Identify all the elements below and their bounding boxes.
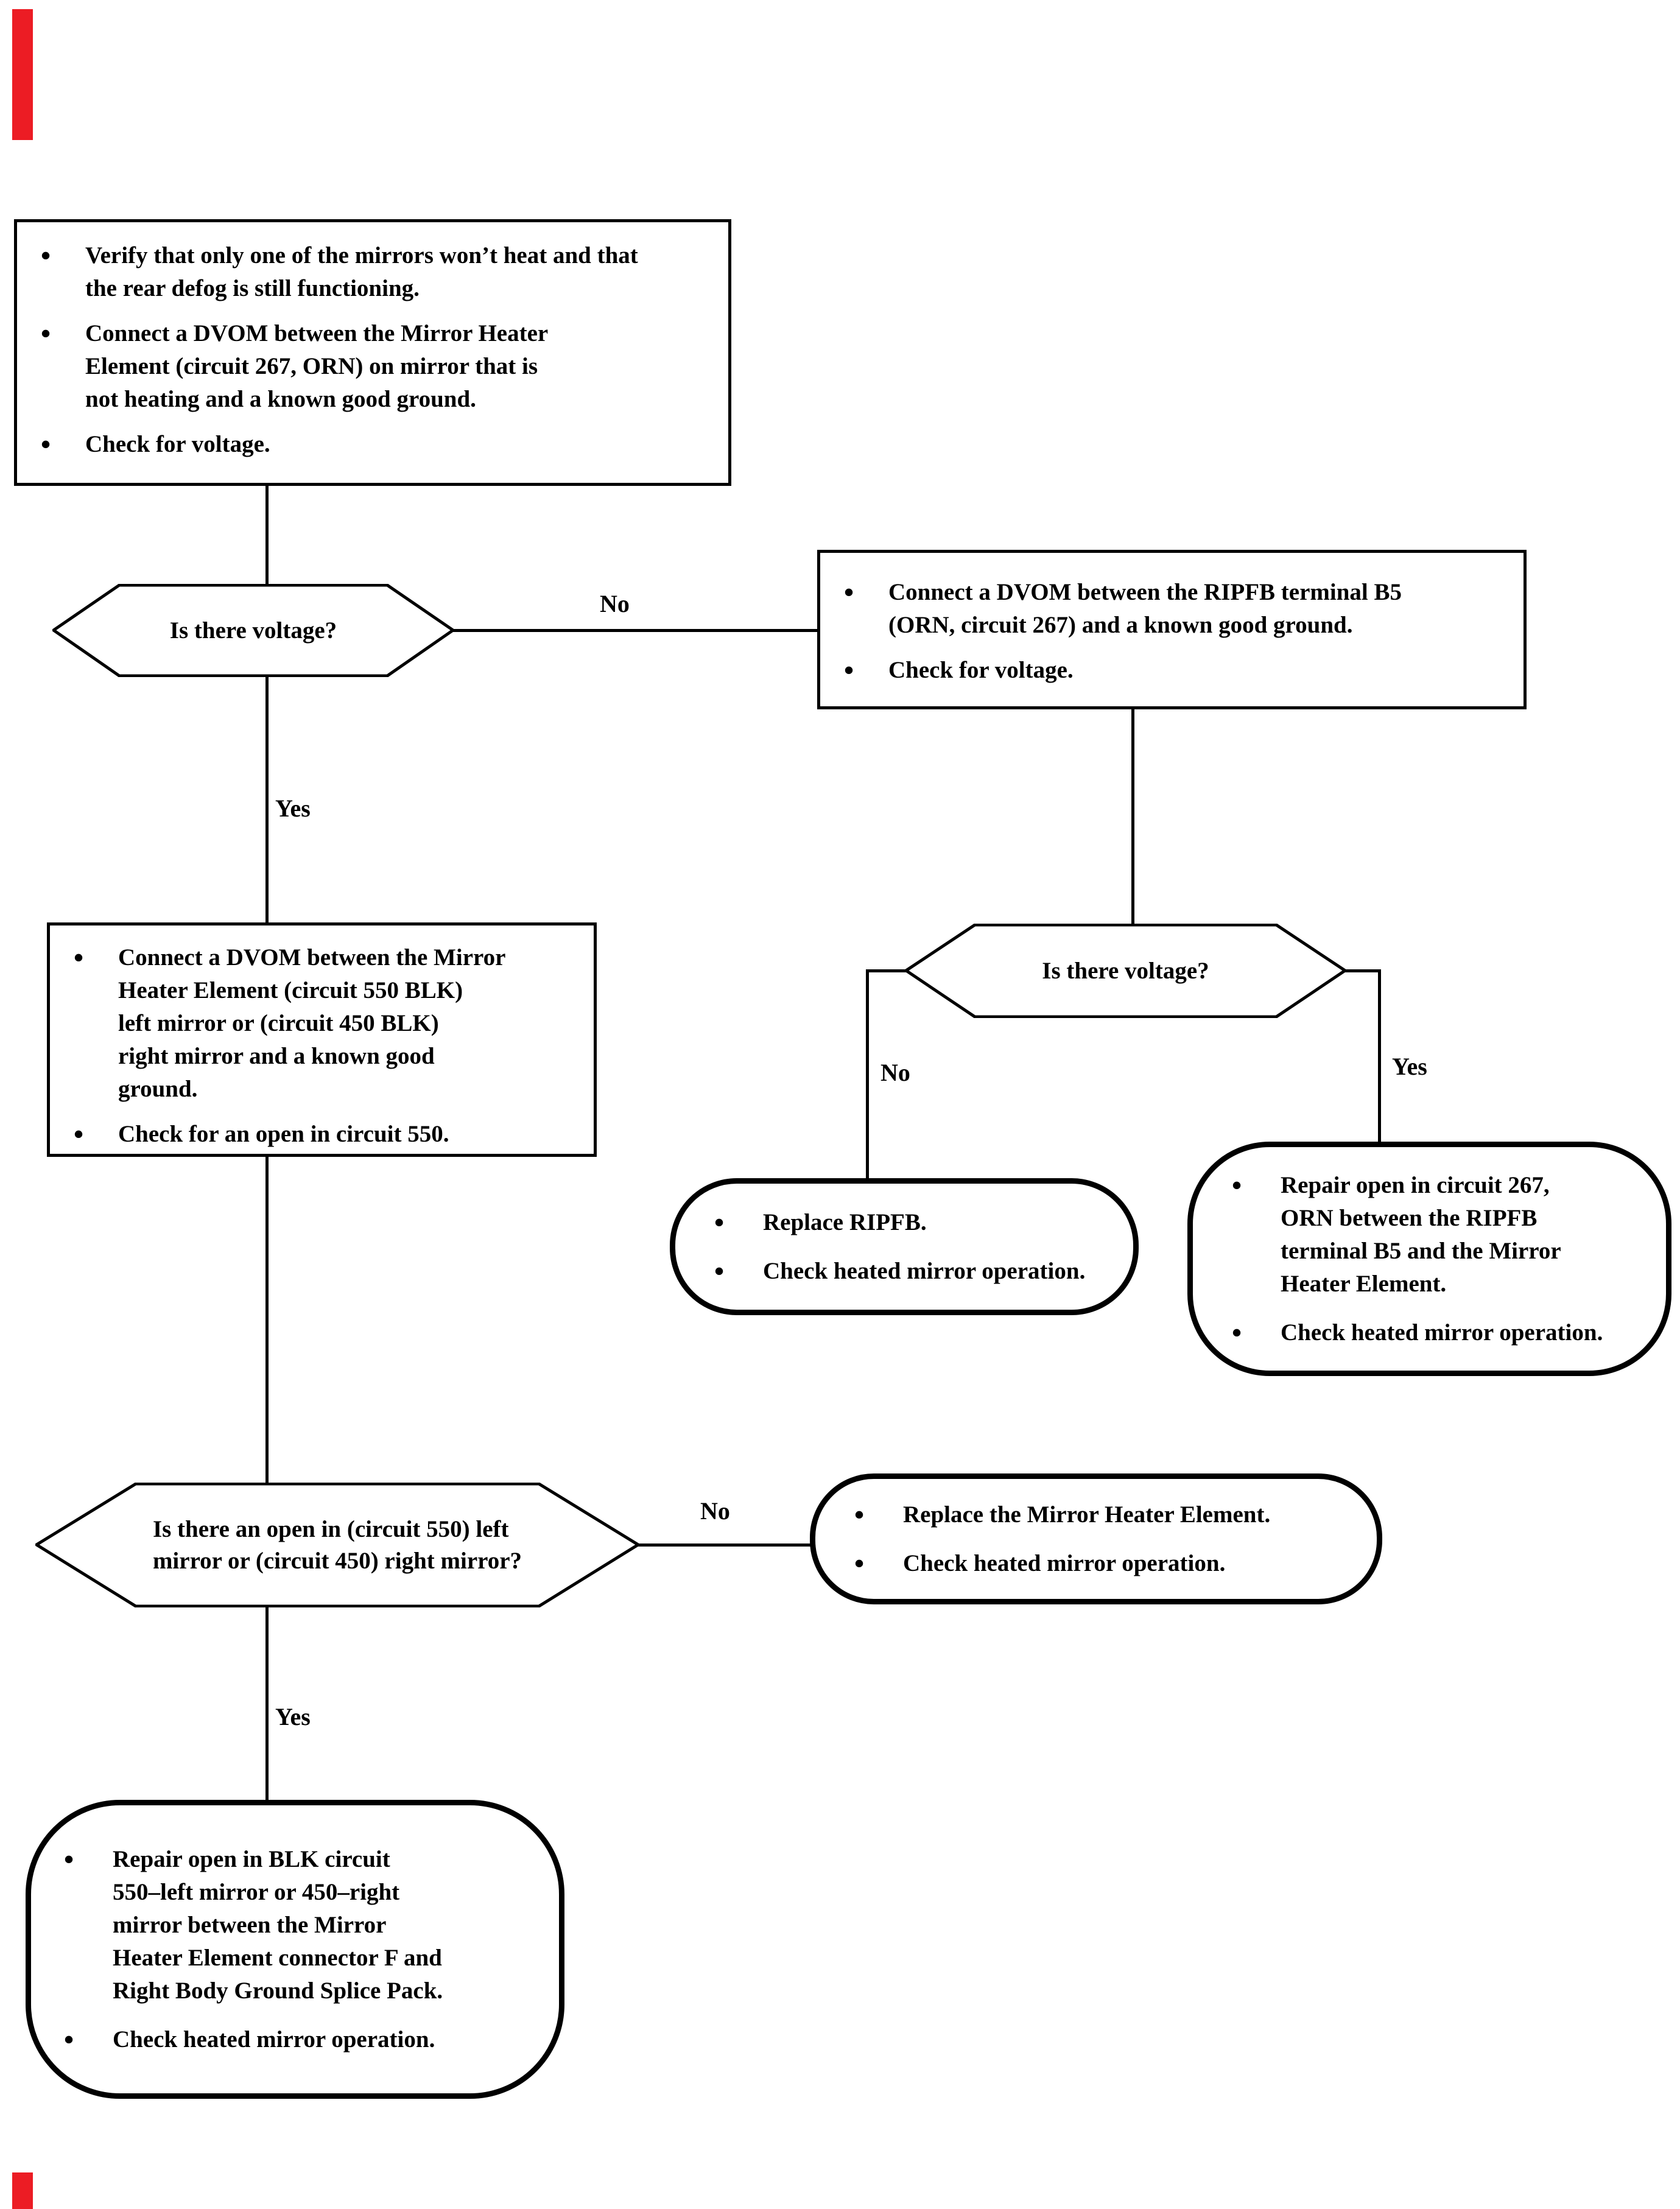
bullet-text: Check heated mirror operation. (903, 1550, 1226, 1576)
bullet-text: Verify that only one of the mirrors won’… (85, 242, 638, 301)
connector-hex1-no-to-ripfb (453, 629, 818, 632)
branch-label-no-3: No (700, 1497, 730, 1525)
bullet-text: Check for voltage. (85, 431, 270, 457)
decision-question: Is there voltage? (169, 617, 337, 644)
connector-hex2-no-vertical (866, 969, 869, 1179)
bullet-list: • Replace the Mirror Heater Element. • Chec… (849, 1498, 1366, 1580)
branch-label-yes-3: Yes (275, 1703, 311, 1730)
bullet-list: • Repair open in circuit 267, ORN between… (1226, 1169, 1655, 1349)
bullet-item: • Connect a DVOM between the RIPFB termin… (838, 576, 1513, 642)
bullet-text: Check heated mirror operation. (763, 1257, 1086, 1284)
hexagon-shape (905, 924, 1346, 1018)
bullet-icon: • (40, 240, 51, 271)
decision-question: Is there an open in (circuit 550) left m… (152, 1515, 522, 1574)
connector-ripfb-to-hex2 (1131, 708, 1134, 925)
bullet-item: • Check for an open in circuit 550. (68, 1118, 583, 1151)
replace-heater-element-terminal: • Replace the Mirror Heater Element. • Chec… (810, 1473, 1382, 1604)
bullet-icon: • (854, 1498, 865, 1530)
bullet-text: Repair open in BLK circuit 550–left mirr… (113, 1846, 443, 2004)
hexagon-shape (35, 1483, 639, 1607)
bullet-list: • Connect a DVOM between the RIPFB termin… (838, 576, 1513, 687)
bullet-item: • Replace RIPFB. (709, 1206, 1122, 1239)
bullet-item: • Verify that only one of the mirrors won… (35, 239, 717, 305)
bullet-text: Replace RIPFB. (763, 1209, 927, 1235)
bullet-item: • Check heated mirror operation. (709, 1255, 1122, 1288)
repair-blk-circuit-terminal: • Repair open in BLK circuit 550–left mir… (26, 1800, 564, 2099)
decision-open-550: Is there an open in (circuit 550) left m… (35, 1483, 639, 1607)
bullet-icon: • (843, 577, 854, 608)
bullet-item: • Repair open in BLK circuit 550–left mir… (58, 1843, 548, 2007)
hexagon-shape (52, 584, 454, 677)
connector-hex1-yes-to-box550 (265, 676, 269, 924)
branch-label-yes-1: Yes (275, 795, 311, 822)
bullet-icon: • (40, 318, 51, 349)
bullet-text: Connect a DVOM between the RIPFB termina… (888, 579, 1402, 638)
bullet-item: • Check for voltage. (35, 428, 717, 461)
connector-hex2-no-horizontal (866, 969, 907, 972)
connector-box550-to-hex3 (265, 1156, 269, 1484)
replace-ripfb-terminal: • Replace RIPFB. • Check heated mirror oper… (670, 1178, 1139, 1315)
bullet-list: • Repair open in BLK circuit 550–left mir… (58, 1843, 548, 2056)
bullet-text: Check for an open in circuit 550. (118, 1121, 449, 1147)
bullet-icon: • (63, 1843, 74, 1875)
bullet-item: • Replace the Mirror Heater Element. (849, 1498, 1366, 1531)
decision-voltage-1: Is there voltage? (52, 584, 454, 677)
start-instructions-box: • Verify that only one of the mirrors won… (14, 219, 731, 486)
bullet-text: Check for voltage. (888, 657, 1074, 683)
decision-voltage-2: Is there voltage? (905, 924, 1346, 1018)
bullet-icon: • (854, 1547, 865, 1579)
branch-label-no-1: No (600, 590, 630, 617)
hexagon-icon (35, 1483, 639, 1607)
bullet-item: • Check heated mirror operation. (1226, 1316, 1655, 1349)
branch-label-no-2: No (880, 1059, 910, 1086)
connector-hex3-no-to-replace-element (637, 1543, 811, 1547)
bullet-text: Replace the Mirror Heater Element. (903, 1501, 1271, 1528)
bullet-text: Check heated mirror operation. (1281, 1319, 1603, 1346)
bullet-icon: • (1231, 1316, 1242, 1348)
branch-label-yes-2: Yes (1392, 1053, 1427, 1080)
bullet-icon: • (73, 942, 84, 973)
decision-question: Is there voltage? (1042, 957, 1209, 984)
connector-hex2-yes-vertical (1378, 969, 1381, 1143)
bullet-list: • Replace RIPFB. • Check heated mirror oper… (709, 1206, 1122, 1288)
bullet-icon: • (1231, 1169, 1242, 1201)
bullet-text: Connect a DVOM between the Mirror Heater… (85, 320, 549, 412)
bullet-icon: • (843, 655, 854, 686)
red-margin-mark-bottom (12, 2172, 33, 2209)
bullet-item: • Check heated mirror operation. (58, 2023, 548, 2056)
bullet-list: • Verify that only one of the mirrors won… (35, 239, 717, 461)
bullet-text: Check heated mirror operation. (113, 2026, 435, 2053)
bullet-icon: • (63, 2023, 74, 2055)
connector-hex2-yes-horizontal (1343, 969, 1381, 972)
bullet-text: Repair open in circuit 267, ORN between … (1281, 1171, 1561, 1297)
dvom-550-check-box: • Connect a DVOM between the Mirror Heate… (47, 922, 597, 1157)
bullet-item: • Check for voltage. (838, 654, 1513, 687)
bullet-item: • Connect a DVOM between the Mirror Heate… (35, 317, 717, 416)
connector-box-verify-to-hex1 (265, 485, 269, 585)
red-margin-mark-top (12, 9, 33, 140)
bullet-icon: • (73, 1119, 84, 1150)
connector-hex3-yes-to-repair-blk (265, 1606, 269, 1802)
bullet-icon: • (714, 1206, 725, 1238)
ripfb-check-box: • Connect a DVOM between the RIPFB termin… (817, 550, 1527, 709)
hexagon-icon (905, 924, 1346, 1018)
hexagon-icon (52, 584, 454, 677)
repair-circuit-267-terminal: • Repair open in circuit 267, ORN between… (1187, 1142, 1671, 1376)
bullet-item: • Connect a DVOM between the Mirror Heate… (68, 941, 583, 1106)
bullet-item: • Check heated mirror operation. (849, 1547, 1366, 1580)
bullet-icon: • (714, 1255, 725, 1287)
bullet-text: Connect a DVOM between the Mirror Heater… (118, 944, 506, 1102)
bullet-icon: • (40, 429, 51, 460)
bullet-item: • Repair open in circuit 267, ORN between… (1226, 1169, 1655, 1301)
bullet-list: • Connect a DVOM between the Mirror Heate… (68, 941, 583, 1151)
